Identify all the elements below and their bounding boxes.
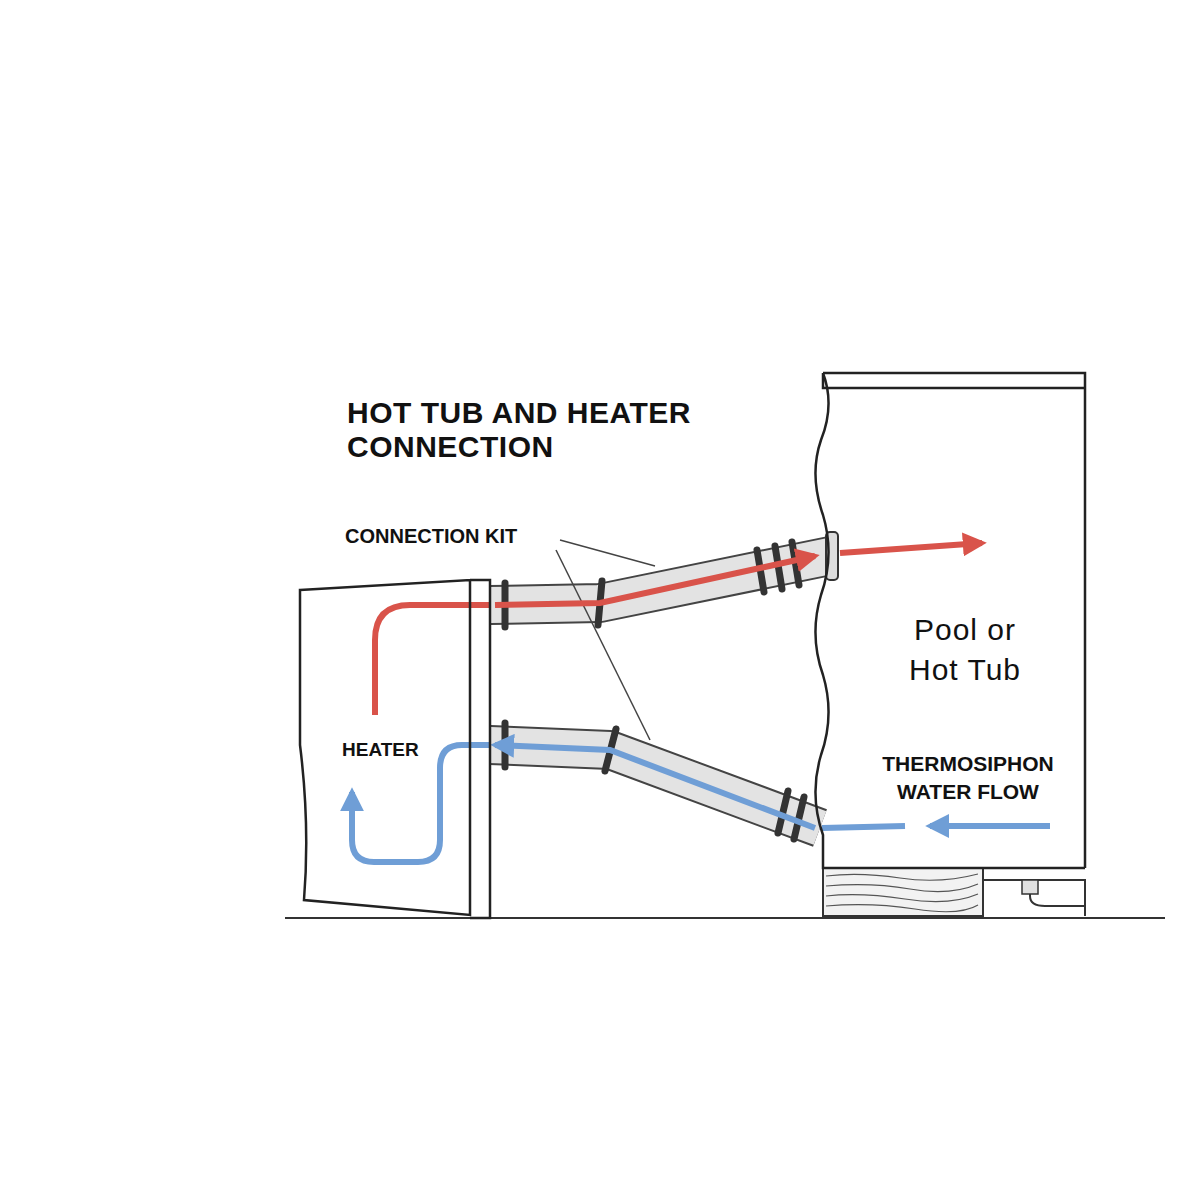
part-label: CONNECTION KIT — [345, 524, 517, 548]
pool-box: Pool or Hot Tub — [815, 365, 1095, 920]
box-outline-path — [300, 580, 490, 918]
hot-flow-arrow — [375, 605, 490, 715]
leader-line — [556, 540, 655, 740]
pipe-clamp — [505, 542, 804, 839]
flow-connector — [495, 745, 815, 828]
wood-base — [823, 868, 1085, 916]
flow-label: THERMOSIPHON WATER FLOW — [868, 750, 1068, 806]
cold-flow-arrow — [822, 826, 905, 828]
heater-box: HEATER — [300, 575, 495, 918]
pool-label: Pool or Hot Tub — [885, 610, 1045, 690]
hot-flow-arrow — [840, 543, 982, 553]
flow-connector — [495, 556, 815, 605]
ground-line — [285, 917, 1165, 919]
pipe — [490, 556, 830, 828]
cold-flow-arrow — [930, 823, 1050, 829]
heater-label: HEATER — [342, 738, 419, 762]
diagram-title: HOT TUB AND HEATER CONNECTION — [347, 396, 777, 464]
box-outline-path — [815, 373, 1085, 868]
